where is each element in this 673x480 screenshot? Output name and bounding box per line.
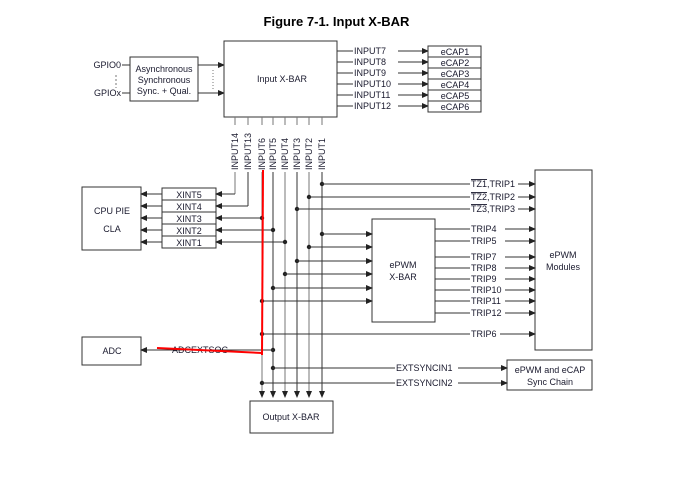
ecap-input-label: INPUT10 xyxy=(354,79,391,89)
adc-label: ADC xyxy=(102,346,122,356)
tz-label: TZ1 xyxy=(471,179,487,189)
ecap-input-label: INPUT7 xyxy=(354,46,386,56)
bus-input-label: INPUT14 xyxy=(230,133,240,170)
output-xbar-label: Output X-BAR xyxy=(262,412,320,422)
bus-input-label: INPUT3 xyxy=(292,138,302,170)
trip-label: TRIP11 xyxy=(471,296,501,306)
bus-input-label: INPUT6 xyxy=(257,138,267,170)
ecap-label: eCAP4 xyxy=(441,80,470,90)
tz-label: TZ3 xyxy=(471,204,487,214)
ecap-label: eCAP3 xyxy=(441,69,470,79)
cpu-pie-cla-block xyxy=(81,186,142,251)
xint-label: XINT3 xyxy=(176,214,202,224)
trip-label: TRIP10 xyxy=(471,285,502,295)
sync-chain-label: ePWM and eCAP xyxy=(515,365,586,375)
ecap-6-box xyxy=(427,100,482,113)
xint-label: XINT4 xyxy=(176,202,202,212)
trip-label: TRIP5 xyxy=(471,236,497,246)
epwm-modules-label: Modules xyxy=(546,262,581,272)
tz-label: TZ2 xyxy=(471,192,487,202)
sync-block-label: Synchronous xyxy=(138,75,191,85)
sync-qual-block xyxy=(129,56,199,102)
input-xbar-label: Input X-BAR xyxy=(257,74,308,84)
red-annotation-horizontal xyxy=(156,347,263,354)
ecap-input-label: INPUT11 xyxy=(354,90,390,100)
red-annotation-vertical xyxy=(261,169,264,356)
sync-chain-label: Sync Chain xyxy=(527,377,573,387)
bus-input-label: INPUT4 xyxy=(280,138,290,170)
epwm-modules-label: ePWM xyxy=(550,250,577,260)
bus-input-label: INPUT2 xyxy=(304,138,314,170)
sync-block-label: Sync. + Qual. xyxy=(137,86,191,96)
epwm-modules-block xyxy=(534,169,593,351)
xint-label: XINT1 xyxy=(176,238,202,248)
bus-input-label: INPUT1 xyxy=(317,138,327,170)
extsync-label: EXTSYNCIN2 xyxy=(396,378,453,388)
trip-label: TRIP9 xyxy=(471,274,497,284)
ecap-label: eCAP5 xyxy=(441,91,470,101)
xint-label: XINT5 xyxy=(176,190,202,200)
input-xbar-block xyxy=(223,40,338,118)
sync-chain-block xyxy=(506,359,593,391)
ecap-input-label: INPUT12 xyxy=(354,101,391,111)
xint-label: XINT2 xyxy=(176,226,202,236)
bus-input-label: INPUT5 xyxy=(268,138,278,170)
trip-label: ,TRIP1 xyxy=(487,179,515,189)
trip-label: ,TRIP2 xyxy=(487,192,515,202)
gpiox-label: GPIOx xyxy=(94,88,122,98)
gpio0-label: GPIO0 xyxy=(93,60,121,70)
trip6-label: TRIP6 xyxy=(471,329,497,339)
extsync-label: EXTSYNCIN1 xyxy=(396,363,453,373)
trip-label: ,TRIP3 xyxy=(487,204,515,214)
trip-label: TRIP12 xyxy=(471,308,502,318)
bus-input-label: INPUT13 xyxy=(243,133,253,170)
ecap-label: eCAP6 xyxy=(441,102,470,112)
sync-block-label: Asynchronous xyxy=(135,64,193,74)
trip-label: TRIP8 xyxy=(471,263,497,273)
epwm-xbar-label: ePWM xyxy=(390,260,417,270)
epwm-xbar-block xyxy=(371,218,436,323)
trip-label: TRIP7 xyxy=(471,252,497,262)
ecap-input-label: INPUT8 xyxy=(354,57,386,67)
junction-dot xyxy=(282,239,288,245)
adc-block xyxy=(81,336,142,366)
epwm-xbar-label: X-BAR xyxy=(389,272,417,282)
ecap-input-label: INPUT9 xyxy=(354,68,386,78)
trip-label: TRIP4 xyxy=(471,224,497,234)
cla-label: CLA xyxy=(103,224,121,234)
output-xbar-block xyxy=(249,400,334,434)
ecap-label: eCAP1 xyxy=(441,47,470,57)
ecap-label: eCAP2 xyxy=(441,58,470,68)
cpu-pie-label: CPU PIE xyxy=(94,206,130,216)
figure-title: Figure 7-1. Input X-BAR xyxy=(263,14,410,29)
junction-dot xyxy=(270,227,276,233)
